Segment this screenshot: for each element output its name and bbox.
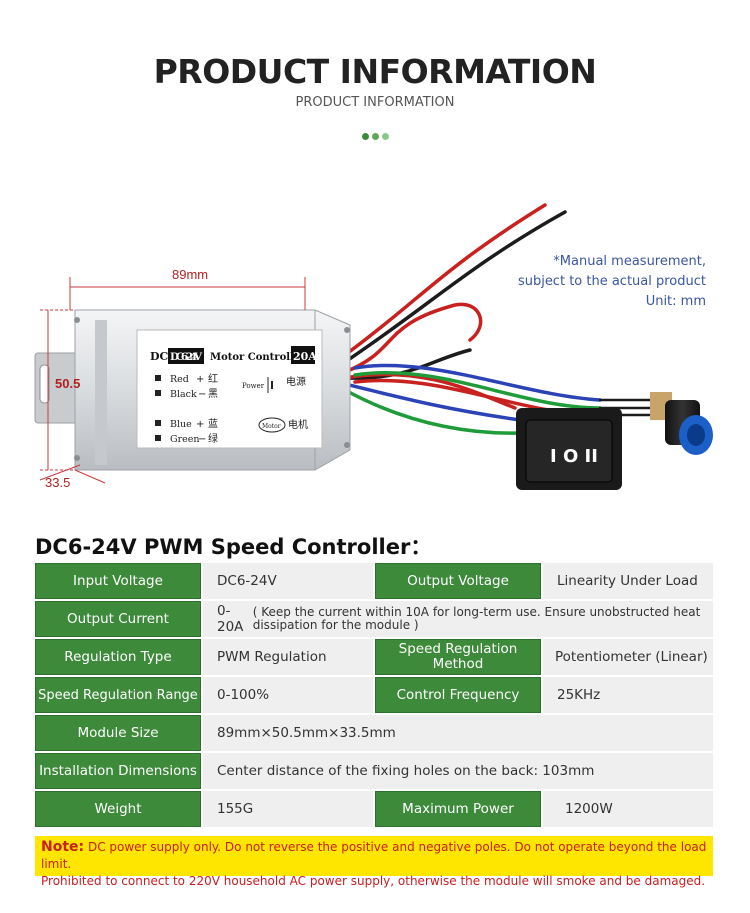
dot-icon xyxy=(372,133,379,140)
note-label: Note: xyxy=(41,839,85,855)
spec-value-text: 0-20A xyxy=(217,603,244,635)
table-row: Regulation Type PWM Regulation Speed Reg… xyxy=(35,639,713,675)
spec-label: Output Voltage xyxy=(375,563,541,599)
dimension-lines xyxy=(39,277,306,484)
spec-label: Speed Regulation Method xyxy=(375,639,541,675)
label-green-cn: 绿 xyxy=(208,432,218,445)
spec-title: DC6-24V PWM Speed Controller： xyxy=(35,535,432,559)
warning-note: Note: DC power supply only. Do not rever… xyxy=(35,836,713,888)
label-motor: Motor xyxy=(262,423,281,430)
label-blue-cn: 蓝 xyxy=(208,418,218,430)
note-line: Note: DC power supply only. Do not rever… xyxy=(41,839,707,873)
label-red: Red xyxy=(170,374,189,385)
spec-value: 25KHz xyxy=(543,677,713,713)
spec-label: Regulation Type xyxy=(35,639,201,675)
label-green: Green xyxy=(170,434,200,445)
spec-label: Input Voltage xyxy=(35,563,201,599)
spec-value: 89mm×50.5mm×33.5mm xyxy=(203,715,713,751)
dimension-depth: 33.5 xyxy=(45,475,70,490)
table-row: Speed Regulation Range 0-100% Control Fr… xyxy=(35,677,713,713)
spec-value: Linearity Under Load xyxy=(543,563,713,599)
table-row: Input Voltage DC6-24V Output Voltage Lin… xyxy=(35,563,713,599)
spec-value: Center distance of the fixing holes on t… xyxy=(203,753,713,789)
measurement-note-line: subject to the actual product xyxy=(517,274,706,289)
spec-value: 155G xyxy=(203,791,373,827)
page-title: PRODUCT INFORMATION xyxy=(153,52,597,91)
spec-label: Output Current xyxy=(35,601,201,637)
svg-text:−: − xyxy=(198,434,206,445)
table-row: Module Size 89mm×50.5mm×33.5mm xyxy=(35,715,713,751)
svg-text:+: + xyxy=(196,374,204,385)
spec-label: Weight xyxy=(35,791,201,827)
spec-value: PWM Regulation xyxy=(203,639,373,675)
spec-value: DC6-24V xyxy=(203,563,373,599)
label-motor-cn: 电机 xyxy=(288,418,308,431)
spec-value-note: ( Keep the current within 10A for long-t… xyxy=(252,605,701,632)
svg-text:DC: DC xyxy=(150,350,169,363)
svg-text:+: + xyxy=(196,419,204,430)
measurement-note-line: *Manual measurement, xyxy=(553,254,706,269)
spec-label: Installation Dimensions xyxy=(35,753,201,789)
table-row: Output Current 0-20A ( Keep the current … xyxy=(35,601,713,637)
label-black: Black xyxy=(170,389,197,400)
spec-value: Potentiometer (Linear) xyxy=(543,639,713,675)
product-image: DC DC6-24V Motor Controller 20A Red + 红 … xyxy=(34,203,713,490)
note-text: DC power supply only. Do not reverse the… xyxy=(41,840,707,871)
dimension-height: 50.5 xyxy=(55,376,80,391)
label-voltage: DC6-24V xyxy=(170,351,203,363)
wires xyxy=(343,203,657,435)
spec-label: Module Size xyxy=(35,715,201,751)
spec-label: Maximum Power xyxy=(375,791,541,827)
label-current: 20A xyxy=(293,350,317,363)
spec-label: Speed Regulation Range xyxy=(35,677,201,713)
dot-icon xyxy=(382,133,389,140)
label-red-cn: 红 xyxy=(208,372,218,385)
svg-text:−: − xyxy=(198,389,206,400)
table-row: Installation Dimensions Center distance … xyxy=(35,753,713,789)
label-power: Power xyxy=(242,382,265,390)
page-subtitle: PRODUCT INFORMATION xyxy=(295,95,455,110)
spec-value: 0-100% xyxy=(203,677,373,713)
switch-label: I O II xyxy=(550,446,598,467)
spec-value: 0-20A ( Keep the current within 10A for … xyxy=(203,601,713,637)
spec-label: Control Frequency xyxy=(375,677,541,713)
dimension-length: 89mm xyxy=(172,267,208,282)
note-line: Prohibited to connect to 220V household … xyxy=(41,874,706,888)
label-power-cn: 电源 xyxy=(286,375,306,388)
measurement-note: *Manual measurement, subject to the actu… xyxy=(490,252,706,312)
decorative-dots xyxy=(362,133,389,140)
spec-value: 1200W xyxy=(543,791,713,827)
label-blue: Blue xyxy=(170,419,192,430)
label-black-cn: 黑 xyxy=(208,388,218,400)
label-name: Motor Controller xyxy=(210,352,306,363)
table-row: Weight 155G Maximum Power 1200W xyxy=(35,791,713,827)
dot-icon xyxy=(362,133,369,140)
measurement-note-line: Unit: mm xyxy=(645,294,706,309)
